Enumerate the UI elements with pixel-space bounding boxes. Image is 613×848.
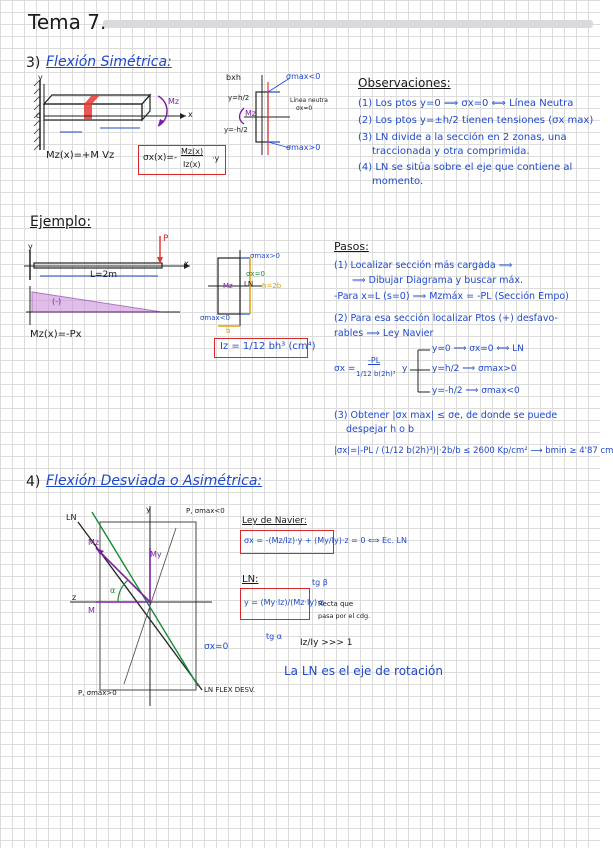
ej-section-mid: σx=0	[246, 270, 265, 278]
fig4-z-label: z	[72, 593, 77, 602]
ejemplo-mz-expr: Mz(x)=-Px	[30, 329, 82, 340]
section-4-number: 4)	[26, 474, 41, 490]
obs-line-2: (2) Los ptos y=±h/2 tienen tensiones (σx…	[358, 115, 594, 126]
iz-iy-ratio: Iz/Iy >>> 1	[300, 638, 353, 648]
fig-y-label: y	[38, 73, 43, 82]
fig4-ln-label: LN	[66, 513, 77, 522]
obs-line-4: traccionada y otra comprimida.	[372, 146, 530, 157]
iz-formula: Iz = 1/12 bh³ (cm⁴)	[220, 341, 316, 352]
paso-1b: ⟹ Dibujar Diagrama y buscar máx.	[352, 275, 523, 286]
fig4-my-label: My	[150, 550, 162, 559]
section-neutral-label: Línea neutra	[290, 97, 328, 104]
moment-sign-label: (-)	[52, 297, 62, 306]
navier-branch-3: y=-h/2 ⟹ σmax<0	[432, 386, 520, 396]
fig4-y-label: y	[146, 505, 151, 514]
cross-section-ejemplo	[208, 250, 262, 327]
navier-left: σx =	[334, 364, 356, 374]
fig4-ln-flex-label: LN FLEX DESV.	[204, 686, 256, 694]
sigma-formula-tail: ·y	[212, 154, 220, 163]
length-label: L=2m	[90, 270, 118, 280]
fig4-top-right-label: P, σmax<0	[186, 507, 225, 515]
beam-figure-s3	[33, 79, 186, 151]
section-mz-label: Mz	[245, 109, 257, 118]
paso-1: (1) Localizar sección más cargada ⟹	[334, 260, 513, 271]
section-y-top: y=h/2	[228, 94, 250, 102]
tg-beta-label: tg β	[312, 578, 328, 587]
fig4-alpha-label: α	[110, 586, 116, 595]
sigma-formula-num: Mz(x)	[181, 147, 204, 156]
section-y-bot: y=-h/2	[224, 126, 248, 134]
navier-num: -PL	[368, 356, 381, 365]
grid-paper	[0, 0, 600, 848]
ejemplo-x-axis: x	[184, 259, 189, 268]
tg-alpha-label: tg α	[266, 632, 283, 641]
fig-origin-label: o	[36, 111, 41, 120]
paso-2: (2) Para esa sección localizar Ptos (+) …	[334, 313, 558, 324]
ej-section-b: b	[226, 327, 231, 335]
ej-section-mz: Mz	[223, 282, 233, 290]
recta-label-2: pasa por el cdg.	[318, 612, 371, 620]
fig-mz-label: Mz	[168, 97, 180, 106]
navier-den: 1/12 b(2h)³	[356, 370, 396, 378]
load-p-label: P	[163, 234, 169, 244]
paso-2b: rables ⟹ Ley Navier	[334, 328, 434, 339]
fig-x-label: x	[188, 110, 193, 119]
iz-formula-box	[214, 338, 308, 358]
navier-branch-2: y=h/2 ⟹ σmax>0	[432, 364, 517, 374]
mz-formula: Mz(x)=+M Vz	[46, 150, 115, 161]
section-3-title: Flexión Simétrica:	[46, 54, 172, 70]
section-bxh: bxh	[226, 73, 241, 82]
observaciones-title: Observaciones:	[358, 76, 451, 90]
section-4-figure	[70, 506, 212, 706]
navier-branch-1: y=0 ⟹ σx=0 ⟺ LN	[432, 344, 524, 354]
paso-3b: despejar h o b	[346, 424, 414, 435]
ej-section-h: h=2b	[262, 282, 282, 290]
recta-label: Recta que	[318, 600, 354, 608]
obs-line-5: (4) LN se sitúa sobre el eje que contien…	[358, 162, 573, 173]
section-sigma-bot: σmax>0	[286, 143, 321, 152]
sigma-formula-den: Iz(x)	[183, 160, 201, 169]
section-4-title: Flexión Desviada o Asimétrica:	[46, 473, 263, 489]
sigma-formula-box	[138, 145, 226, 175]
page-title: Tema 7.	[28, 10, 107, 34]
obs-line-6: momento.	[372, 176, 424, 187]
header-bar	[103, 20, 593, 28]
ejemplo-title: Ejemplo:	[30, 214, 92, 230]
fig4-sigma0-label: σx=0	[204, 642, 229, 652]
ejemplo-y-axis: y	[28, 242, 33, 251]
beam-figure-ejemplo	[24, 236, 190, 325]
navier-y: y	[402, 364, 408, 374]
fig4-bottom-left-label: P, σmax>0	[78, 689, 117, 697]
ej-section-bot: σmax<0	[200, 314, 231, 322]
section-neutral-sigma: σx=0	[296, 105, 313, 112]
section-3-number: 3)	[26, 55, 41, 71]
ln-formula: y = (My·Iz)/(Mz·Iy)·z	[244, 598, 324, 607]
fig4-m-label: M	[88, 606, 95, 615]
paso-3: (3) Obtener |σx max| ≤ σe, de donde se p…	[334, 410, 558, 421]
ley-navier-title: Ley de Navier:	[242, 516, 307, 526]
pasos-title: Pasos:	[334, 240, 369, 253]
ley-formula: σx = -(Mz/Iz)·y + (My/Iy)·z = 0 ⟺ Ec. LN	[244, 536, 407, 545]
obs-line-3: (3) LN divide a la sección en 2 zonas, u…	[358, 132, 567, 143]
paso-1c: -Para x=L (s=0) ⟹ Mzmáx = -PL (Sección E…	[334, 291, 569, 302]
obs-line-1: (1) Los ptos y=0 ⟹ σx=0 ⟺ Línea Neutra	[358, 98, 574, 109]
navier-branch-lines	[410, 349, 430, 393]
ej-section-ln: LN	[244, 280, 254, 288]
cross-section-s3	[238, 75, 291, 155]
ejemplo-final-formula: |σx|=|-PL / (1/12 b(2h)³)|·2b/b ≤ 2600 K…	[334, 446, 613, 456]
drawings	[24, 75, 430, 706]
conclusion-text: La LN es el eje de rotación	[284, 664, 443, 678]
ley-formula-box	[240, 530, 334, 554]
section-sigma-top: σmax<0	[286, 72, 321, 81]
sigma-formula-left: σx(x)=-	[143, 153, 178, 163]
ln-title: LN:	[242, 574, 259, 585]
fig4-mz-label: Mz	[88, 538, 100, 547]
ln-formula-box	[240, 588, 310, 620]
ej-section-top: σmax>0	[250, 252, 281, 260]
